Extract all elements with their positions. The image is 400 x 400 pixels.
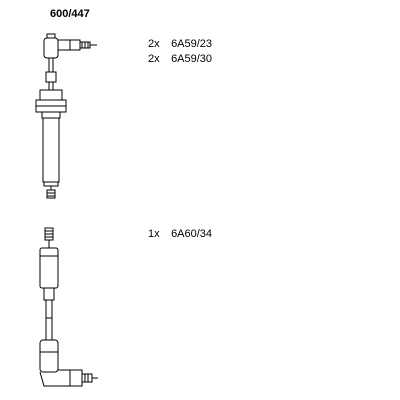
angled-boot-cap [46, 33, 56, 38]
spec-code: 6A59/30 [171, 53, 213, 65]
spring-terminal-icon [46, 189, 56, 199]
lead-with-straight-and-angled-boot [39, 227, 98, 387]
lead-with-angled-boot-and-coil-boot [35, 33, 97, 199]
straight-boot-body [39, 247, 59, 289]
coil-boot-collar-upper [39, 89, 63, 101]
bottom-terminal-connector-icon [81, 373, 93, 383]
spec-qty: 2x [148, 53, 160, 65]
spec-code: 6A60/34 [171, 228, 213, 240]
bottom-angled-boot-body [39, 339, 59, 373]
part-number: 600/447 [50, 8, 90, 20]
angled-boot-arm [58, 39, 81, 51]
bottom-angled-boot-arm [39, 369, 83, 387]
spec-qty: 1x [148, 228, 160, 240]
ferrule [45, 71, 57, 83]
angled-boot-body [43, 37, 59, 59]
spec-line: 2x 6A59/23 [148, 38, 212, 50]
spec-qty: 2x [148, 38, 160, 50]
spec-code: 6A59/23 [171, 38, 213, 50]
spec-line: 1x 6A60/34 [148, 228, 212, 240]
spec-line: 2x 6A59/30 [148, 53, 212, 65]
coil-boot-tube [42, 118, 60, 183]
